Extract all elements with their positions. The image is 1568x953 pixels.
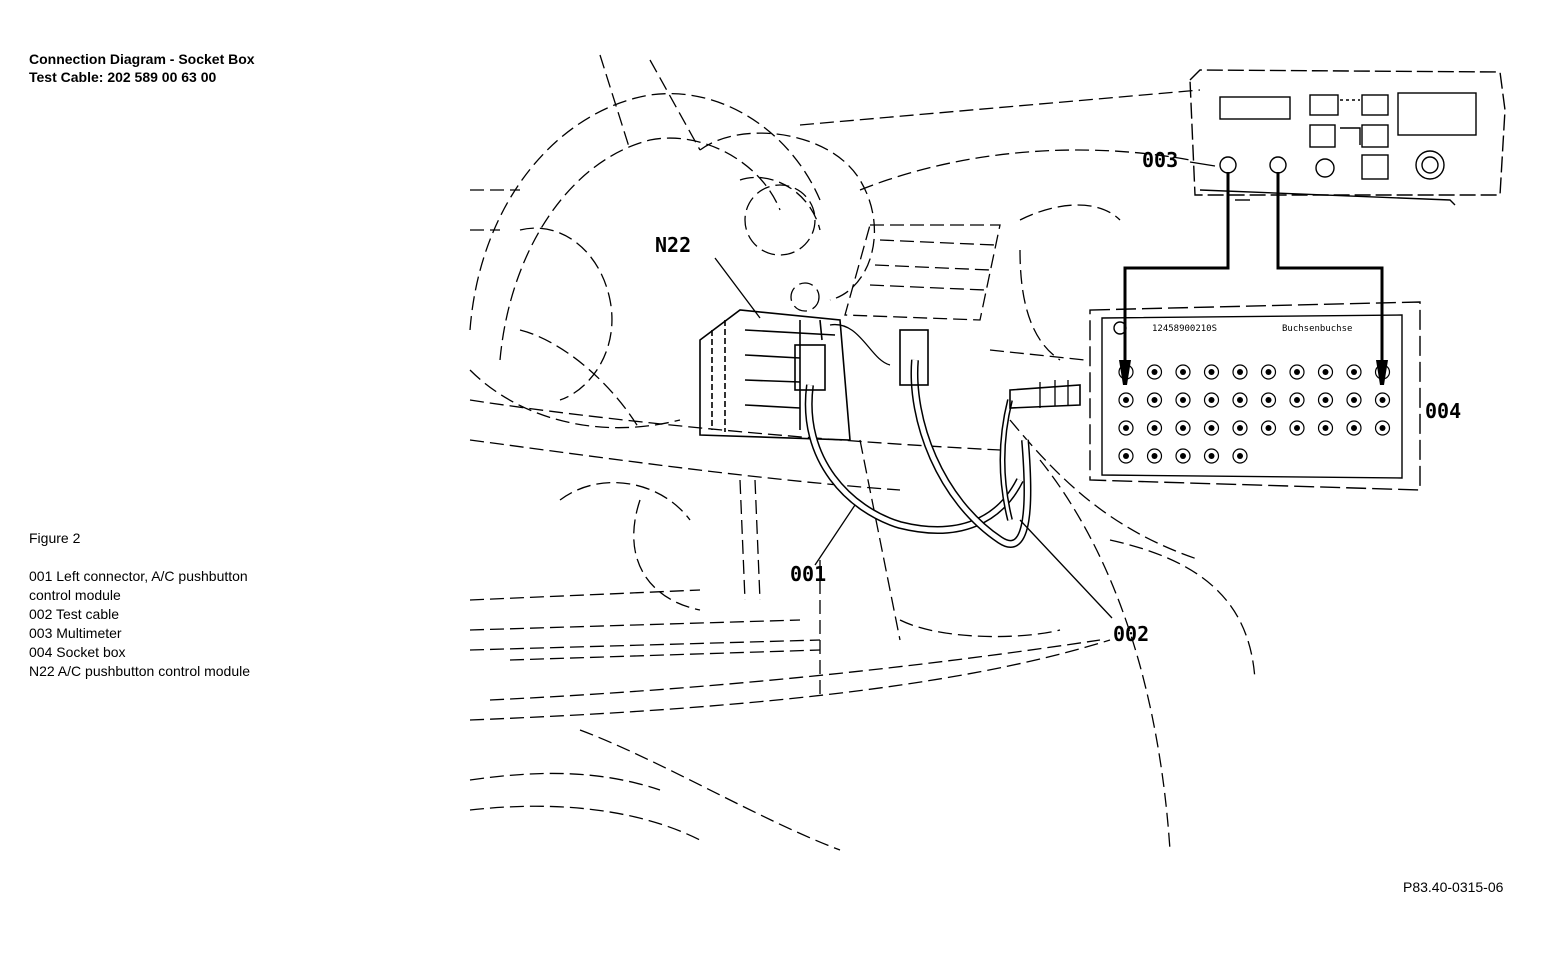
socket-pin <box>1237 453 1243 459</box>
socket-grid <box>1118 364 1391 464</box>
socket-pin <box>1322 425 1329 431</box>
socket-pin <box>1265 425 1272 431</box>
probe-tips <box>1119 360 1388 385</box>
title-line: Connection Diagram - Socket Box <box>29 51 255 67</box>
socket-pin <box>1265 369 1272 375</box>
socket <box>1175 364 1191 380</box>
drawing-reference: P83.40-0315-06 <box>1403 879 1504 895</box>
socket <box>1289 364 1305 380</box>
socket <box>1346 364 1362 380</box>
socket-box-code: 12458900210S <box>1152 324 1217 334</box>
socket-pin <box>1379 369 1386 375</box>
legend-item: 002 Test cable <box>29 606 120 622</box>
socket-pin <box>1351 397 1357 403</box>
test-cable-line: Test Cable: 202 589 00 63 00 <box>29 69 217 85</box>
socket <box>1232 364 1248 380</box>
socket <box>1232 392 1248 408</box>
socket <box>1346 420 1362 436</box>
socket <box>1317 392 1334 408</box>
legend-item: 003 Multimeter <box>29 625 122 641</box>
socket-pin <box>1151 453 1158 459</box>
socket <box>1260 392 1277 408</box>
socket-pin <box>1151 425 1158 431</box>
legend-item: N22 A/C pushbutton control module <box>29 663 251 679</box>
socket-pin <box>1123 369 1129 375</box>
socket-pin <box>1294 369 1300 375</box>
socket-pin <box>1180 369 1186 375</box>
socket <box>1317 420 1334 436</box>
socket-pin <box>1265 397 1272 403</box>
left-connector-cable <box>794 324 1081 548</box>
socket-pin <box>1151 397 1158 403</box>
multimeter <box>1189 69 1506 206</box>
socket <box>1175 420 1191 436</box>
socket-pin <box>1123 397 1129 403</box>
legend-item: control module <box>29 587 121 603</box>
socket-box <box>1089 301 1421 491</box>
diagram-title: Connection Diagram - Socket Box Test Cab… <box>29 50 255 86</box>
socket-pin <box>1151 369 1158 375</box>
legend: Figure 2 001 Left connector, A/C pushbut… <box>29 529 250 681</box>
callout-003: 003 <box>1142 148 1178 172</box>
socket <box>1346 392 1362 408</box>
socket-pin <box>1294 425 1300 431</box>
callout-001: 001 <box>790 562 826 586</box>
socket-pin <box>1180 397 1186 403</box>
socket-pin <box>1351 369 1357 375</box>
socket <box>1118 448 1134 464</box>
socket-pin <box>1322 397 1329 403</box>
socket <box>1232 448 1248 464</box>
socket <box>1203 420 1220 436</box>
socket <box>1118 392 1134 408</box>
socket <box>1260 420 1277 436</box>
figure-label: Figure 2 <box>29 530 81 546</box>
socket-pin <box>1294 397 1300 403</box>
ac-control-module <box>699 309 851 441</box>
callout-n22: N22 <box>655 233 691 257</box>
socket-pin <box>1208 397 1215 403</box>
socket <box>1232 420 1248 436</box>
socket-pin <box>1322 369 1329 375</box>
socket-box-name: Buchsenbuchse <box>1282 324 1352 334</box>
socket-pin <box>1379 425 1386 431</box>
socket <box>1203 392 1220 408</box>
socket <box>1146 448 1163 464</box>
socket-pin <box>1180 425 1186 431</box>
callout-002: 002 <box>1113 622 1149 646</box>
socket-pin <box>1180 453 1186 459</box>
socket <box>1374 420 1391 436</box>
socket-pin <box>1208 369 1215 375</box>
socket <box>1203 448 1220 464</box>
socket <box>1118 364 1134 380</box>
legend-item: 004 Socket box <box>29 644 126 660</box>
socket <box>1374 392 1391 408</box>
leader-lines <box>714 161 1216 619</box>
socket <box>1175 392 1191 408</box>
socket <box>1374 364 1391 380</box>
socket <box>1146 392 1163 408</box>
socket <box>1289 420 1305 436</box>
socket <box>1146 420 1163 436</box>
socket-pin <box>1123 425 1129 431</box>
socket-pin <box>1123 453 1129 459</box>
dashboard-outline <box>469 54 1256 851</box>
socket <box>1118 420 1134 436</box>
socket <box>1260 364 1277 380</box>
multimeter-leads <box>1123 172 1384 372</box>
socket <box>1146 364 1163 380</box>
socket <box>1203 364 1220 380</box>
socket-pin <box>1237 369 1243 375</box>
socket <box>1317 364 1334 380</box>
legend-item: 001 Left connector, A/C pushbutton <box>29 568 248 584</box>
socket-pin <box>1237 425 1243 431</box>
socket-pin <box>1208 425 1215 431</box>
socket <box>1289 392 1305 408</box>
callout-004: 004 <box>1425 399 1461 423</box>
socket-pin <box>1237 397 1243 403</box>
socket-pin <box>1379 397 1386 403</box>
socket-pin <box>1351 425 1357 431</box>
socket-pin <box>1208 453 1215 459</box>
socket <box>1175 448 1191 464</box>
